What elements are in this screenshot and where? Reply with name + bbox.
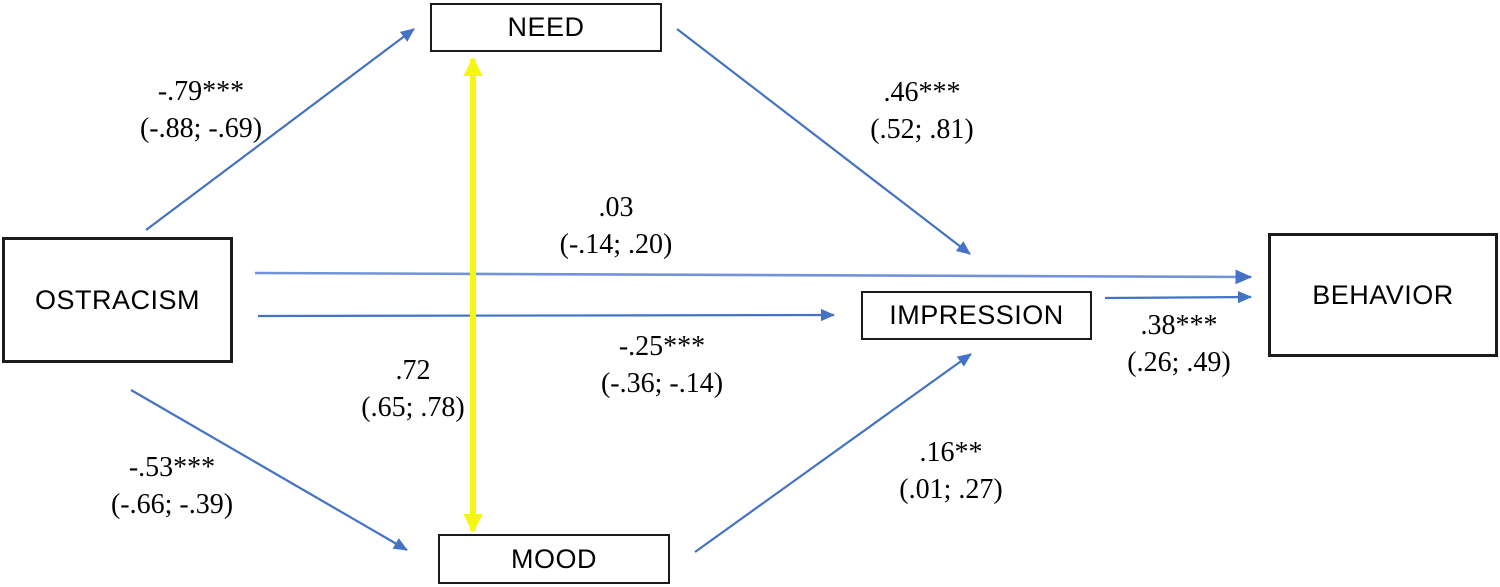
coef-mood-impression-confidence-interval: (.01; .27)	[899, 474, 1003, 505]
coef-ostracism-impression: -.25*** (-.36; -.14)	[601, 328, 723, 402]
node-label-mood: MOOD	[511, 543, 597, 574]
coef-mood-impression: .16** (.01; .27)	[899, 434, 1002, 508]
edge-ostracism-to-mood	[130, 389, 408, 551]
coef-impression-behavior: .38*** (.26; .49)	[1127, 307, 1230, 381]
coef-ostracism-need-confidence-interval: (-.88; -.69)	[139, 113, 263, 144]
node-mood: MOOD	[438, 534, 670, 584]
edge-mood-to-impression	[694, 353, 972, 553]
coef-ostracism-behavior-estimate: .03	[598, 192, 634, 223]
node-label-behavior: BEHAVIOR	[1312, 279, 1454, 310]
edge-ostracism-to-behavior-direct	[254, 269, 1253, 285]
coef-need-impression-estimate: .46***	[883, 77, 961, 108]
coef-ostracism-behavior-confidence-interval: (-.14; .20)	[559, 229, 673, 260]
edge-ostracism-to-need	[145, 28, 415, 231]
coef-mood-impression-estimate: .16**	[919, 437, 983, 468]
node-ostracism: OSTRACISM	[2, 237, 233, 363]
node-label-need: NEED	[507, 12, 585, 42]
coef-ostracism-behavior: .03 (-.14; .20)	[560, 189, 673, 263]
node-behavior: BEHAVIOR	[1268, 233, 1498, 357]
node-label-impression: IMPRESSION	[889, 300, 1064, 330]
coef-need-impression-confidence-interval: (.52; .81)	[870, 114, 974, 145]
edge-impression-to-behavior	[1104, 290, 1252, 304]
coef-ostracism-mood-confidence-interval: (-.66; -.39)	[110, 489, 234, 520]
node-impression: IMPRESSION	[861, 291, 1092, 340]
coef-ostracism-mood-estimate: -.53***	[128, 452, 216, 483]
coef-ostracism-need-estimate: -.79***	[157, 76, 245, 107]
coef-ostracism-mood: -.53*** (-.66; -.39)	[111, 449, 233, 523]
coef-need-mood-estimate: .72	[395, 355, 431, 386]
coef-impression-behavior-confidence-interval: (.26; .49)	[1127, 347, 1231, 378]
edge-ostracism-to-impression-direct	[257, 308, 835, 322]
coef-impression-behavior-estimate: .38***	[1140, 310, 1218, 341]
edge-need-to-impression	[676, 28, 971, 255]
coef-ostracism-impression-confidence-interval: (-.36; -.14)	[600, 368, 724, 399]
coef-ostracism-impression-estimate: -.25***	[618, 331, 706, 362]
coef-need-mood-confidence-interval: (.65; .78)	[361, 392, 465, 423]
node-label-ostracism: OSTRACISM	[34, 284, 200, 315]
coef-ostracism-need: -.79*** (-.88; -.69)	[140, 73, 262, 147]
node-need: NEED	[430, 3, 662, 52]
coef-need-impression: .46*** (.52; .81)	[870, 74, 973, 148]
coef-need-mood: .72 (.65; .78)	[361, 352, 464, 426]
